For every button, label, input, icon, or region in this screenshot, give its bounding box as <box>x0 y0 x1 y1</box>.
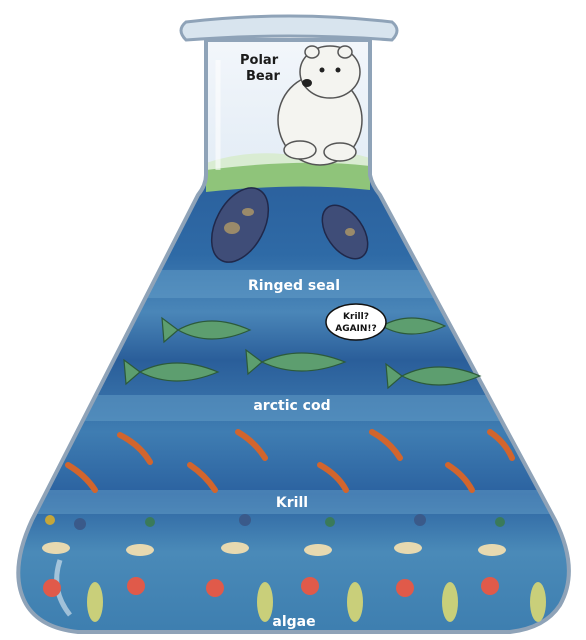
arctic-cod-label: arctic cod <box>253 398 330 414</box>
krill-label: Krill <box>276 495 308 511</box>
ringed-seal-label: Ringed seal <box>248 278 340 294</box>
flask-rim <box>181 16 397 40</box>
polar-bear-label-line2: Bear <box>246 69 280 84</box>
speech-bubble <box>326 304 386 340</box>
speech-bubble-line2: AGAIN!? <box>335 324 377 334</box>
polar-bear-label-line1: Polar <box>240 53 279 68</box>
speech-bubble-line1: Krill? <box>343 312 369 322</box>
algae-label: algae <box>272 614 315 630</box>
